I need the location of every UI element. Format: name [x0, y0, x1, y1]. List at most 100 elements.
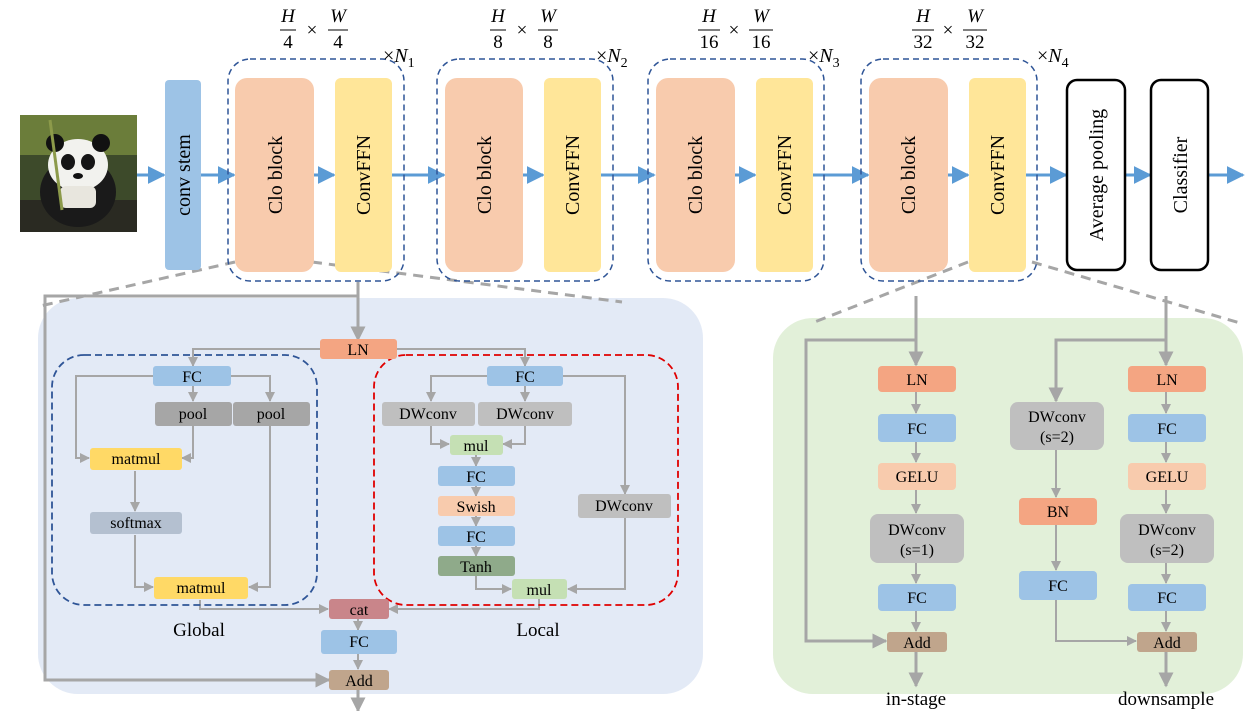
clo-block-label-2: Clo block — [474, 136, 496, 214]
ffn-in-fc-box-1 — [878, 414, 956, 442]
ffn-in-gelu-box — [878, 463, 956, 490]
svg-text:H: H — [915, 6, 931, 27]
svg-text:×N3: ×N3 — [808, 45, 840, 71]
ffn-ds-ln-label: LN — [1156, 372, 1178, 389]
global-matmul-label-2: matmul — [177, 580, 226, 597]
local-dwconv-label-3: DWconv — [595, 498, 653, 515]
ffn-ds-bn-box — [1019, 498, 1097, 525]
ffn-in-stride-label: (s=1) — [900, 542, 934, 559]
ffn-ds-fc-box-3 — [1128, 584, 1206, 611]
local-fc-label: FC — [515, 369, 535, 386]
global-matmul-box-2 — [154, 577, 248, 599]
svg-text:H: H — [490, 6, 506, 27]
clo-block-label-3: Clo block — [685, 136, 707, 214]
ffn-ds-fc-label-3: FC — [1157, 590, 1177, 607]
local-fc-box-2 — [438, 466, 515, 486]
global-pool-box-1 — [155, 402, 232, 426]
local-mul-box-1 — [450, 435, 503, 455]
ffn-ds-gelu-label: GELU — [1146, 469, 1189, 486]
svg-text:16: 16 — [700, 32, 719, 53]
classifier-block — [1149, 78, 1210, 272]
ffn-ds-dwconv-label-2: DWconv — [1138, 522, 1196, 539]
global-matmul-box-1 — [90, 448, 182, 470]
stage-boxes — [227, 58, 1038, 282]
local-tanh-box — [438, 556, 515, 576]
in-stage-label: in-stage — [886, 689, 946, 710]
clo-cat-label: cat — [350, 602, 369, 619]
ffn-ds-stride-label-1: (s=2) — [1040, 429, 1074, 446]
ffn-ds-gelu-box — [1128, 463, 1206, 490]
local-fc-label-3: FC — [466, 529, 486, 546]
global-label: Global — [173, 620, 225, 641]
ffn-in-fc-label-1: FC — [907, 421, 927, 438]
local-swish-label: Swish — [456, 499, 495, 516]
global-fc-label: FC — [182, 369, 202, 386]
svg-text:×: × — [307, 20, 318, 41]
convffn-label-1: ConvFFN — [353, 135, 375, 215]
convffn-label-2: ConvFFN — [562, 135, 584, 215]
svg-text:W: W — [330, 6, 348, 27]
local-tanh-label: Tanh — [460, 559, 492, 576]
stage-resolutions: H 4 N × W 4 H 8 × W 8 H 16 × W 16 — [280, 6, 987, 53]
ffn-ds-fc-box-1 — [1019, 571, 1097, 600]
svg-text:×: × — [517, 20, 528, 41]
clo-block-label-4: Clo block — [898, 136, 920, 214]
ffn-in-fc-box-2 — [878, 584, 956, 611]
clo-add-box — [329, 670, 389, 690]
ffn-in-dwconv-label: DWconv — [888, 522, 946, 539]
downsample-label: downsample — [1118, 689, 1214, 710]
local-mul-box-2 — [512, 579, 567, 599]
classifier-label: Classifier — [1170, 136, 1192, 213]
svg-text:×: × — [943, 20, 954, 41]
svg-text:H: H — [701, 6, 717, 27]
stage-4 — [869, 78, 1026, 272]
ffn-in-gelu-label: GELU — [896, 469, 939, 486]
ffn-ds-dwconv-label-1: DWconv — [1028, 409, 1086, 426]
convffn-label-4: ConvFFN — [987, 135, 1009, 215]
local-swish-box — [438, 496, 515, 516]
ffn-in-fc-label-2: FC — [907, 590, 927, 607]
clo-fc-box — [321, 630, 397, 654]
global-pool-label-1: pool — [179, 406, 208, 423]
clo-ln-label: LN — [347, 342, 369, 359]
local-dwconv-box-2 — [478, 402, 572, 426]
svg-text:16: 16 — [752, 32, 771, 53]
local-fc-box-3 — [438, 526, 515, 546]
ffn-ds-bn-label: BN — [1047, 504, 1070, 521]
local-fc-box — [487, 366, 563, 386]
stage-2 — [445, 78, 601, 272]
ffn-ds-ln-box — [1128, 366, 1206, 392]
ffn-ds-fc-label-1: FC — [1048, 578, 1068, 595]
global-softmax-box — [90, 512, 182, 534]
conv-stem-block — [165, 80, 201, 270]
global-softmax-label: softmax — [110, 515, 162, 532]
svg-text:4: 4 — [283, 32, 293, 53]
global-pool-label-2: pool — [257, 406, 286, 423]
local-fc-label-2: FC — [466, 469, 486, 486]
ffn-in-add-label: Add — [903, 635, 931, 652]
ffn-detail-lines — [804, 296, 1174, 688]
svg-text:H: H — [280, 6, 296, 27]
svg-text:4: 4 — [333, 32, 343, 53]
clo-add-label: Add — [345, 673, 373, 690]
stage-1 — [235, 78, 392, 272]
ffn-ds-add-box — [1137, 632, 1197, 652]
ffn-in-ln-label: LN — [906, 372, 928, 389]
local-label: Local — [516, 620, 559, 641]
svg-text:W: W — [540, 6, 558, 27]
svg-text:×: × — [729, 20, 740, 41]
clo-ln-box — [320, 339, 397, 359]
global-fc-box — [153, 366, 231, 386]
ffn-in-ln-box — [878, 366, 956, 392]
svg-text:×N2: ×N2 — [596, 45, 628, 71]
clo-block-label-1: Clo block — [265, 136, 287, 214]
ffn-ds-dwconv-box-1 — [1010, 402, 1104, 450]
svg-text:32: 32 — [966, 32, 985, 53]
global-matmul-label-1: matmul — [112, 451, 161, 468]
svg-text:8: 8 — [493, 32, 503, 53]
svg-text:W: W — [967, 6, 985, 27]
conv-stem-label: conv stem — [173, 134, 195, 216]
local-dwconv-label-2: DWconv — [496, 406, 554, 423]
svg-text:32: 32 — [914, 32, 933, 53]
